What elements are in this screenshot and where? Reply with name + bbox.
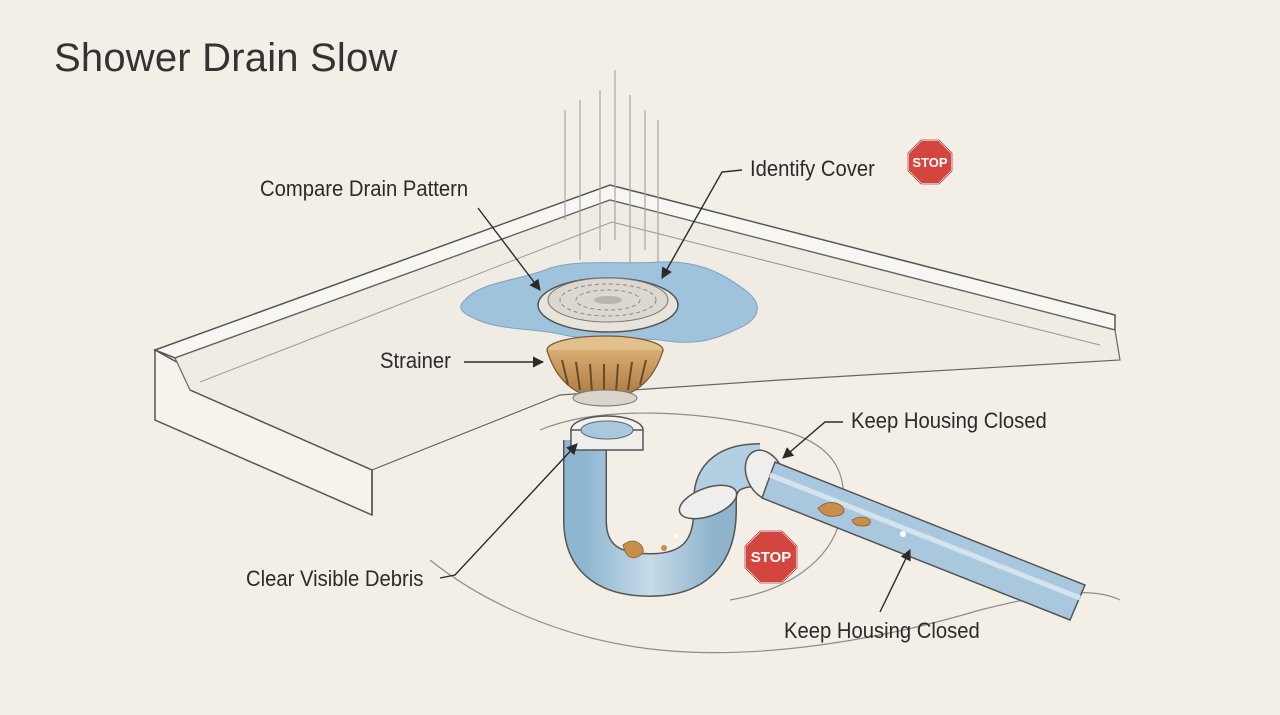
strainer-basket bbox=[546, 335, 664, 407]
stop-sign-top-text: STOP bbox=[912, 155, 947, 170]
callout-leaders bbox=[439, 169, 911, 613]
leader-keep-housing-closed-top bbox=[782, 421, 843, 459]
label-compare-drain-pattern: Compare Drain Pattern bbox=[260, 176, 469, 201]
floor-cavity-outline bbox=[539, 412, 844, 601]
leader-clear-visible-debris bbox=[439, 443, 578, 579]
shower-pan-inner-line bbox=[199, 221, 1101, 383]
stop-sign-bottom-text: STOP bbox=[751, 549, 792, 566]
drain-cover bbox=[537, 277, 679, 333]
water-streaks bbox=[564, 70, 659, 275]
label-strainer: Strainer bbox=[380, 348, 451, 373]
page-title: Shower Drain Slow bbox=[54, 36, 398, 80]
stop-sign-bottom: STOP bbox=[744, 530, 798, 584]
stop-sign-top: STOP bbox=[907, 139, 953, 185]
horizontal-drain-pipe bbox=[761, 461, 1086, 621]
leader-keep-housing-closed-bottom bbox=[879, 548, 911, 613]
label-identify-cover: Identify Cover bbox=[750, 156, 875, 181]
p-trap-pipe bbox=[563, 415, 786, 598]
label-keep-housing-closed-bottom: Keep Housing Closed bbox=[784, 618, 980, 643]
shower-pan-inner-edge bbox=[189, 389, 373, 515]
leader-compare-drain-pattern bbox=[477, 207, 541, 291]
label-keep-housing-closed-top: Keep Housing Closed bbox=[851, 408, 1047, 433]
leader-identify-cover bbox=[661, 169, 743, 279]
label-clear-visible-debris: Clear Visible Debris bbox=[246, 566, 424, 591]
